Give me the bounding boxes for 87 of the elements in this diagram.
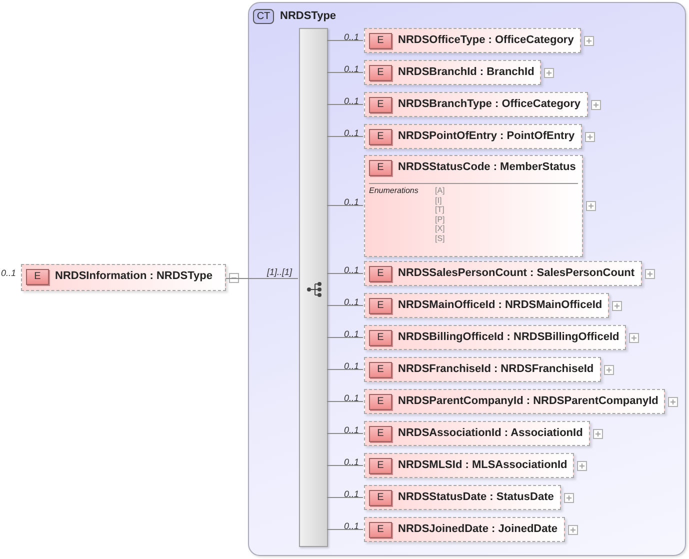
connector-line	[326, 529, 364, 530]
element-name: NRDSAssociationId : AssociationId	[398, 426, 583, 442]
element-box	[364, 517, 565, 542]
element-type-badge: E	[369, 522, 392, 538]
element-type-badge: E	[369, 298, 392, 314]
element-box	[364, 124, 582, 149]
multiplicity-label: 0..1	[344, 424, 360, 437]
element-type-badge: E	[369, 362, 392, 378]
element-name: NRDSFranchiseId : NRDSFranchiseId	[398, 362, 594, 378]
element-box	[364, 92, 588, 117]
element-name: NRDSOfficeType : OfficeCategory	[398, 33, 574, 48]
multiplicity-label: 0..1	[344, 31, 360, 44]
enumeration-value: [I]	[435, 196, 443, 205]
element-name: NRDSParentCompanyId : NRDSParentCompanyId	[398, 394, 658, 410]
element-box	[364, 421, 590, 446]
multiplicity-label: 0..1	[344, 392, 360, 405]
connector-line	[326, 136, 364, 137]
connector-line	[326, 401, 364, 402]
element-type-badge: E	[369, 128, 392, 144]
connector-line	[326, 72, 364, 73]
element-type-badge: E	[369, 458, 392, 474]
element-box	[364, 261, 642, 286]
enumeration-value: [X]	[435, 224, 445, 234]
complex-type-badge: CT	[253, 8, 274, 24]
element-box	[364, 60, 542, 85]
element-name: NRDSBranchType : OfficeCategory	[398, 97, 581, 112]
element-box	[364, 485, 561, 510]
connector-line	[326, 369, 364, 370]
connector-line	[226, 278, 298, 279]
enumeration-value: [A]	[435, 186, 445, 196]
multiplicity-label: 0..1	[344, 196, 360, 209]
enumeration-value: [S]	[435, 234, 445, 243]
connector-line	[326, 205, 364, 206]
enumeration-value: [T]	[435, 205, 445, 214]
sequence-bar	[299, 28, 328, 547]
multiplicity-label: 0..1	[344, 296, 360, 309]
element-name: NRDSStatusDate : StatusDate	[398, 490, 554, 506]
enumeration-value: [P]	[435, 214, 445, 224]
element-type-badge: E	[369, 330, 392, 346]
element-name: NRDSPointOfEntry : PointOfEntry	[398, 129, 575, 144]
element-type-badge: E	[369, 266, 392, 282]
element-box	[364, 453, 574, 478]
element-type-badge: E	[369, 426, 392, 442]
element-type-badge: E	[369, 160, 392, 176]
facet-label: Enumerations	[369, 186, 420, 197]
element-name: NRDSInformation : NRDSType	[55, 269, 212, 284]
element-type-badge: E	[26, 268, 49, 284]
connector-line	[326, 337, 364, 338]
element-box	[21, 264, 226, 291]
element-box	[364, 357, 601, 382]
connector-line	[326, 305, 364, 306]
element-box	[364, 28, 581, 53]
multiplicity-label: 0..1	[344, 95, 360, 108]
element-type-badge: E	[369, 64, 392, 80]
connector-line	[326, 40, 364, 41]
element-box	[364, 293, 610, 318]
element-box	[364, 325, 626, 350]
multiplicity-label: 0..1	[344, 127, 360, 140]
type-name: NRDSType	[280, 9, 336, 24]
element-type-badge: E	[369, 96, 392, 112]
element-name: NRDSMainOfficeId : NRDSMainOfficeId	[398, 298, 602, 314]
element-box	[364, 155, 583, 257]
multiplicity-label: 0..1	[344, 488, 360, 501]
multiplicity-label: 0..1	[344, 63, 360, 76]
element-type-badge: E	[369, 490, 392, 506]
multiplicity-label: 0..1	[344, 456, 360, 469]
element-name: NRDSBranchId : BranchId	[398, 65, 534, 80]
element-type-badge: E	[369, 32, 392, 48]
connector-line	[326, 433, 364, 434]
element-name: NRDSBillingOfficeId : NRDSBillingOfficeId	[398, 330, 620, 346]
multiplicity-label: 0..1	[344, 360, 360, 373]
connector-line	[326, 497, 364, 498]
element-name: NRDSJoinedDate : JoinedDate	[398, 522, 558, 538]
complex-type-panel	[248, 2, 686, 556]
element-type-badge: E	[369, 394, 392, 410]
connector-line	[326, 104, 364, 105]
element-box	[364, 389, 666, 414]
element-name: NRDSStatusCode : MemberStatus	[398, 160, 576, 176]
element-name: NRDSMLSId : MLSAssociationId	[398, 458, 568, 474]
multiplicity-label: 0..1	[1, 267, 16, 280]
connector-line	[326, 273, 364, 274]
edge-label: [1]..[1]	[266, 266, 294, 276]
multiplicity-label: 0..1	[344, 264, 360, 277]
connector-line	[326, 465, 364, 466]
multiplicity-label: 0..1	[344, 520, 360, 533]
multiplicity-label: 0..1	[344, 328, 360, 341]
element-name: NRDSSalesPersonCount : SalesPersonCount	[398, 266, 635, 282]
